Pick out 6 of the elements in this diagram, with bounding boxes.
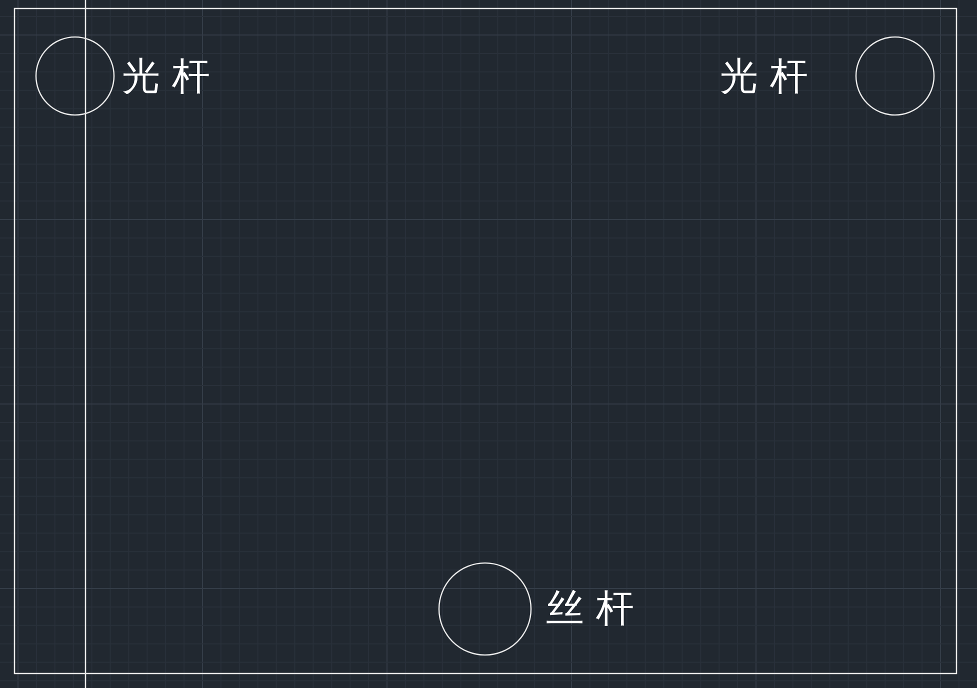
- part-label: 光 杆: [720, 54, 808, 98]
- part-label: 光 杆: [122, 54, 210, 98]
- shaft-circle: [35, 36, 115, 116]
- shaft-circle: [855, 36, 935, 116]
- part-label: 丝 杆: [546, 586, 634, 630]
- shaft-circle: [438, 562, 532, 656]
